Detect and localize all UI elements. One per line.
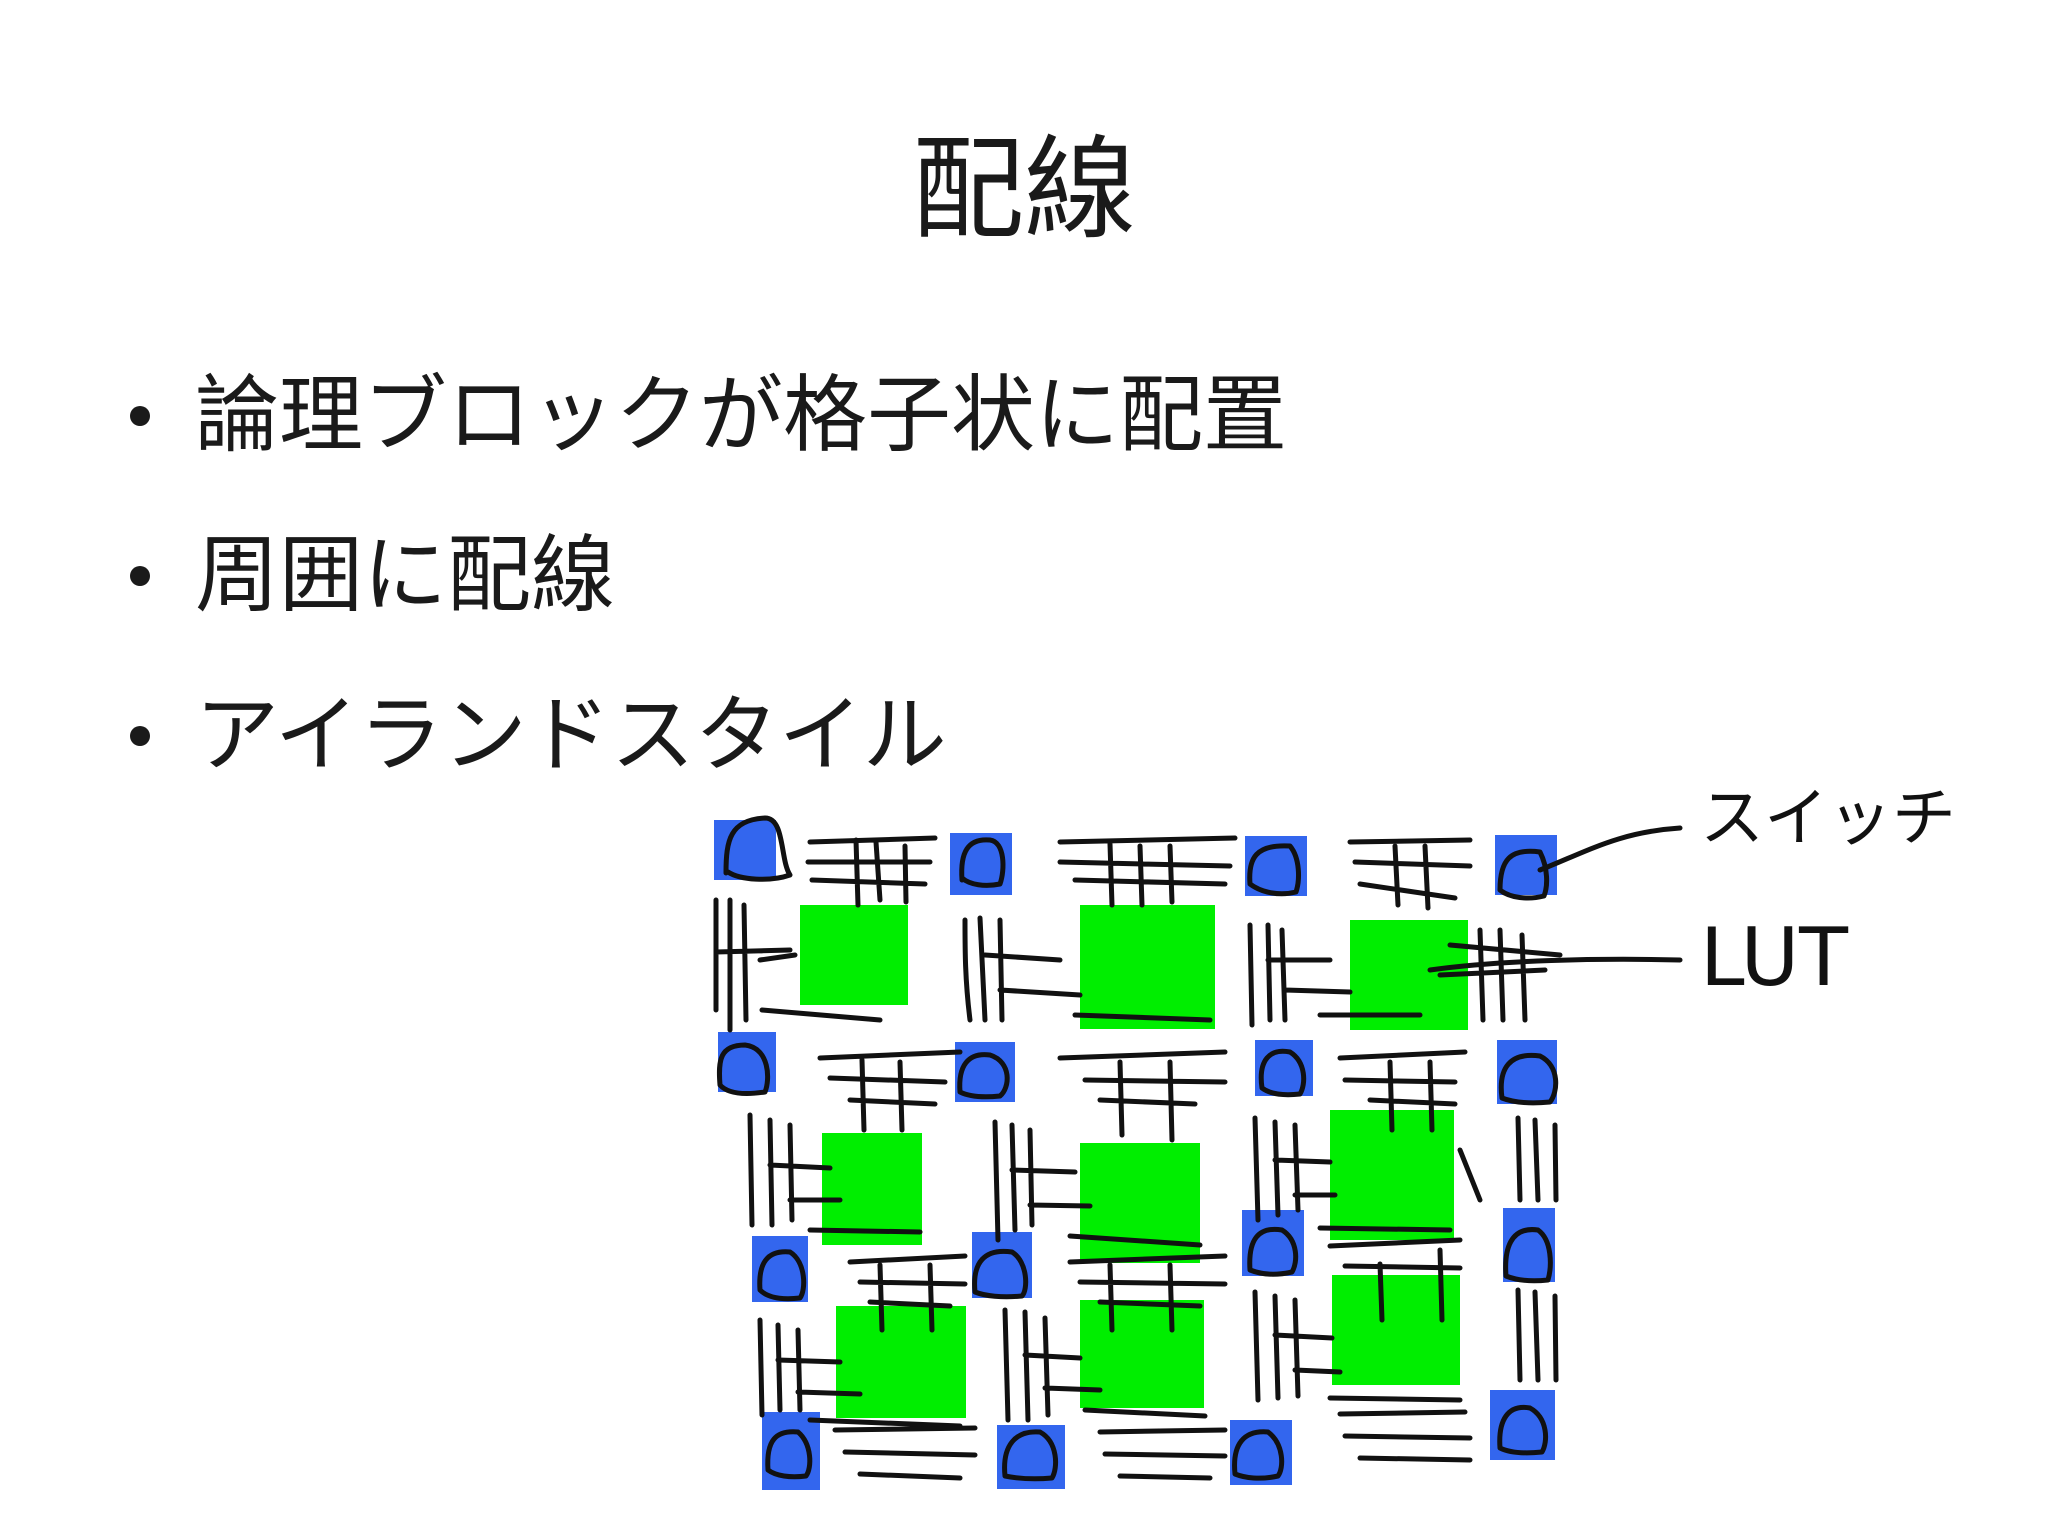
bullet-text: 論理ブロックが格子状に配置 [195,366,1288,464]
switch-block [1497,1040,1557,1104]
bullet-dot [130,406,150,426]
bullet-list: 論理ブロックが格子状に配置 周囲に配線 アイランドスタイル [120,360,1287,840]
lut-block [1080,905,1215,1029]
bullet-item-routing: 周囲に配線 [120,520,1287,680]
lut-blocks [800,905,1468,1418]
bullet-text: アイランドスタイル [195,686,947,784]
bullet-text: 周囲に配線 [195,526,616,624]
lut-block [1332,1275,1460,1385]
slide-title: 配線 [912,125,1136,255]
lut-block [836,1306,966,1418]
lut-block [800,905,908,1005]
bullet-dot [130,726,150,746]
annotation-switch: スイッチ [1700,782,1956,856]
bullet-item-island-style: アイランドスタイル [120,680,1287,840]
bullet-item-grid-layout: 論理ブロックが格子状に配置 [120,360,1287,520]
lut-block [822,1133,922,1245]
switch-block [714,820,776,880]
bullet-dot [130,566,150,586]
annotation-lut: LUT [1700,911,1849,1004]
routing-wires [713,815,1683,1482]
